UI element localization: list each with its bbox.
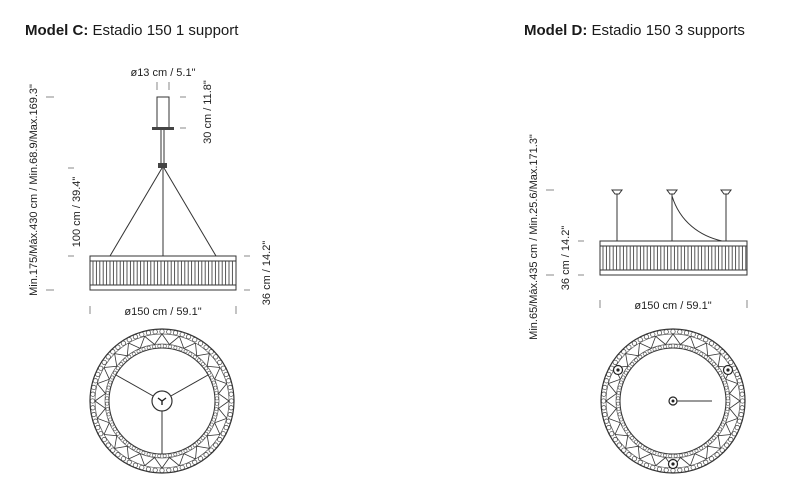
model-c-title-rest: Estadio 150 1 support (88, 22, 239, 39)
model-c-cable-right (163, 167, 217, 257)
model-d-title-rest: Estadio 150 3 supports (587, 22, 745, 39)
model-d-plan-support (722, 364, 734, 376)
model-d-dim-diameter: ø150 cm / 59.1" (634, 300, 711, 312)
model-c-canopy (156, 96, 170, 129)
model-c-canopy-base (152, 127, 174, 130)
model-d-plan-beads (600, 328, 746, 474)
model-c-dim-cable: 100 cm / 39.4" (71, 177, 83, 248)
model-c-cable-left (109, 167, 163, 257)
model-d-dim-ring-height: 36 cm / 14.2" (560, 226, 572, 291)
model-d-plan (600, 328, 746, 474)
model-c-dim-canopy: ø13 cm / 5.1" (130, 67, 195, 79)
model-c-elevation: ø13 cm / 5.1" 30 cm / 11.8" 100 cm / 39.… (28, 67, 273, 318)
model-d-plan-truss (605, 333, 741, 469)
model-d-power-cable (671, 195, 723, 242)
model-d-support (666, 189, 678, 241)
model-d-ring-ribs (602, 246, 747, 270)
model-d-plan-support (612, 364, 624, 376)
model-c-plan-truss (94, 333, 230, 469)
model-c-title-bold: Model C: (25, 22, 89, 39)
model-c-dim-diameter: ø150 cm / 59.1" (124, 306, 201, 318)
model-d-support (720, 189, 732, 241)
model-d-title-bold: Model D: (524, 22, 588, 39)
model-d-support (611, 189, 623, 241)
model-d-ring (599, 240, 748, 276)
model-c-title: Model C: Estadio 150 1 support (25, 22, 238, 39)
model-d-elevation: Min.65/Máx.435 cm / Min.25.6/Max.171.3" … (528, 134, 748, 340)
model-c-dim-canopy-height: 30 cm / 11.8" (202, 80, 214, 144)
model-c-dim-ring-height: 36 cm / 14.2" (261, 241, 273, 306)
model-c-plan-beads (89, 328, 235, 474)
model-c-ring-ribs (92, 261, 233, 285)
model-c-plan (89, 328, 235, 474)
model-d-plan-inner (619, 347, 727, 455)
model-d-title: Model D: Estadio 150 3 supports (524, 22, 745, 39)
model-d-dim-total: Min.65/Máx.435 cm / Min.25.6/Max.171.3" (528, 134, 540, 340)
model-c-dim-total: Min.175/Máx.430 cm / Min.68.9/Max.169.3" (28, 84, 40, 296)
model-d-plan-support (667, 458, 679, 470)
